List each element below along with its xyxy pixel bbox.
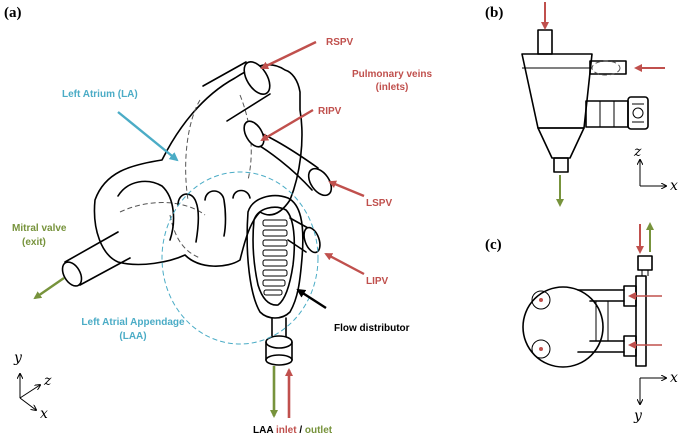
flow-distributor-arrow-icon <box>296 288 327 310</box>
side-view-drawing <box>521 29 649 173</box>
axis-b-x-label: x <box>670 178 678 194</box>
laa-sublabel: (LAA) <box>119 331 146 342</box>
ripv-label: RIPV <box>318 106 342 117</box>
rspv-label: RSPV <box>326 37 354 48</box>
rspv-arrow-icon <box>260 40 317 70</box>
pulmonary-veins-sublabel: (inlets) <box>376 82 409 93</box>
axis-a-z-label: z <box>43 373 52 389</box>
panel-label-b: (b) <box>485 5 503 21</box>
mitral-valve-label: Mitral valve <box>12 223 67 234</box>
pulmonary-veins-label: Pulmonary veins <box>352 69 432 80</box>
flow-distributor-label: Flow distributor <box>334 323 410 334</box>
axis-a-x-label: x <box>40 406 48 422</box>
axis-b-z-label: z <box>633 144 642 160</box>
laa-inlet-outlet-label: LAA inlet / outlet <box>253 425 333 436</box>
atrium-model-drawing <box>61 61 333 366</box>
lspv-label: LSPV <box>366 198 392 209</box>
axis-a-y-label: y <box>13 350 23 366</box>
lipv-label: LIPV <box>366 276 389 287</box>
axis-triad-icon: y z x <box>13 350 52 422</box>
axis-c-x-label: x <box>670 370 678 386</box>
panel-label-a: (a) <box>4 5 22 21</box>
axis-triad-b-icon: z x <box>633 144 678 194</box>
panel-label-c: (c) <box>485 237 502 253</box>
flow-distributor-slots <box>262 219 288 296</box>
axis-triad-c-icon: x y <box>633 370 678 424</box>
top-view-drawing <box>522 255 653 368</box>
laa-label: Left Atrial Appendage <box>81 317 185 328</box>
ripv-arrow-icon <box>260 108 314 142</box>
lipv-arrow-icon <box>324 252 365 276</box>
mitral-valve-arrow-icon <box>33 277 65 300</box>
axis-c-y-label: y <box>633 408 643 424</box>
left-atrium-label: Left Atrium (LA) <box>62 89 138 100</box>
lspv-arrow-icon <box>328 180 365 198</box>
mitral-valve-sublabel: (exit) <box>22 237 46 248</box>
left-atrium-arrow-icon <box>117 111 179 162</box>
